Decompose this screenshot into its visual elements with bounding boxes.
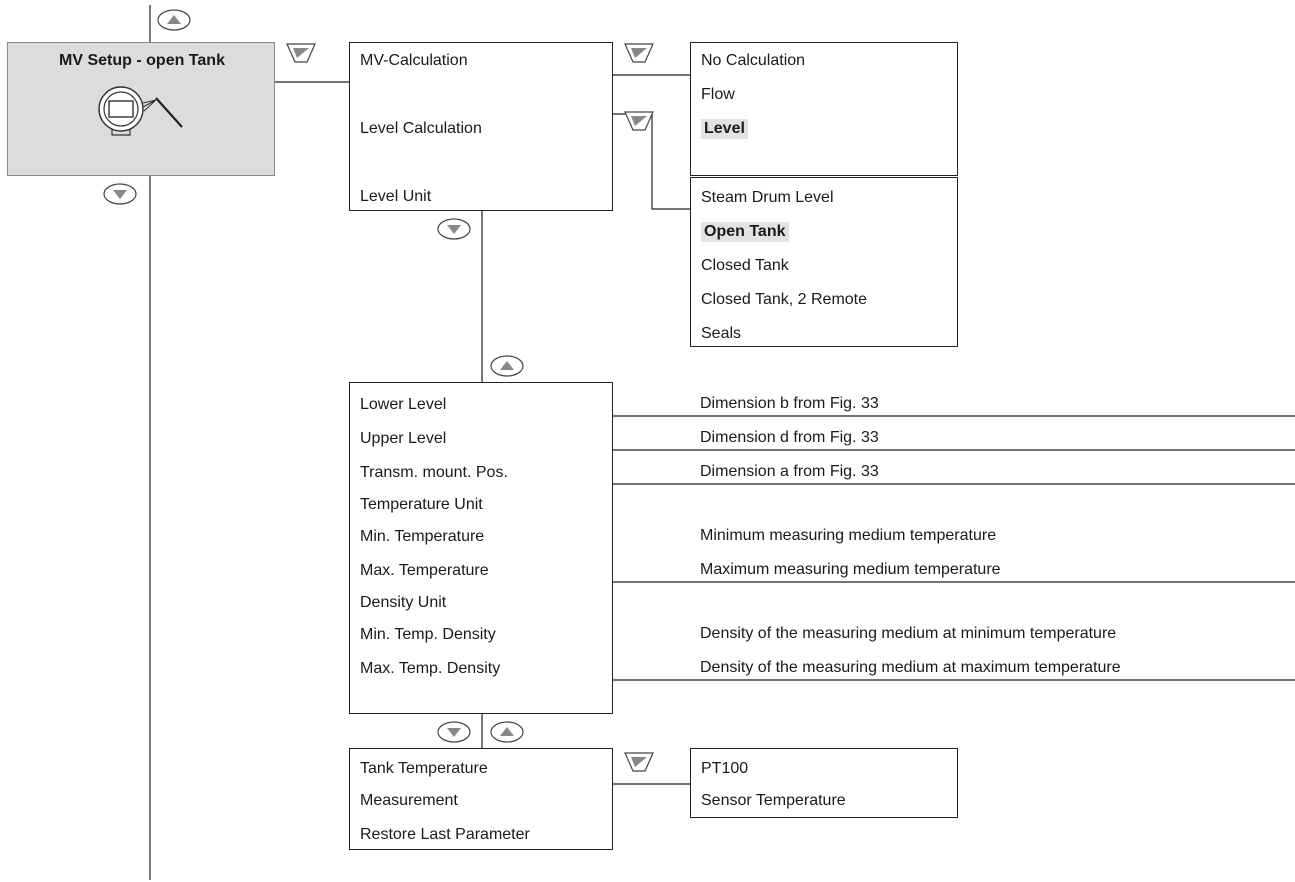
option-pt100[interactable]: PT100 bbox=[701, 760, 749, 777]
down-arrow-key-icon[interactable] bbox=[103, 183, 137, 205]
desc-transm-mount-pos: Dimension a from Fig. 33 bbox=[700, 463, 879, 480]
param-max-temperature[interactable]: Max. Temperature bbox=[360, 562, 489, 579]
up-arrow-key-icon[interactable] bbox=[490, 355, 524, 377]
level-menu-box: MV-Calculation Level Calculation Level U… bbox=[349, 42, 613, 211]
up-arrow-key-icon[interactable] bbox=[157, 9, 191, 31]
option-closed-tank-2-remote[interactable]: Closed Tank, 2 Remote bbox=[701, 291, 868, 308]
enter-key-icon[interactable] bbox=[623, 110, 655, 132]
menu-header-box: MV Setup - open Tank bbox=[7, 42, 275, 176]
menu-item-restore-last-parameter[interactable]: Restore Last Parameter bbox=[360, 826, 530, 843]
option-seals[interactable]: Seals bbox=[701, 325, 742, 342]
up-arrow-key-icon[interactable] bbox=[490, 721, 524, 743]
down-arrow-key-icon[interactable] bbox=[437, 218, 471, 240]
param-temperature-unit[interactable]: Temperature Unit bbox=[360, 496, 483, 513]
param-lower-level[interactable]: Lower Level bbox=[360, 396, 447, 413]
calc-options-box: No Calculation Flow Level bbox=[690, 42, 958, 176]
level-options-box: Steam Drum Level Open Tank Closed Tank C… bbox=[690, 177, 958, 347]
menu-item-measurement[interactable]: Measurement bbox=[360, 792, 458, 809]
param-max-temp-density[interactable]: Max. Temp. Density bbox=[360, 660, 501, 677]
option-flow[interactable]: Flow bbox=[701, 86, 735, 103]
param-density-unit[interactable]: Density Unit bbox=[360, 594, 447, 611]
desc-lower-level: Dimension b from Fig. 33 bbox=[700, 395, 879, 412]
param-transm-mount-pos[interactable]: Transm. mount. Pos. bbox=[360, 464, 508, 481]
desc-min-temperature: Minimum measuring medium temperature bbox=[700, 527, 997, 544]
transmitter-sensor-icon bbox=[98, 86, 183, 136]
option-no-calculation[interactable]: No Calculation bbox=[701, 52, 806, 69]
option-open-tank-selected[interactable]: Open Tank bbox=[701, 222, 789, 242]
menu-item-level-unit[interactable]: Level Unit bbox=[360, 188, 432, 205]
param-min-temp-density[interactable]: Min. Temp. Density bbox=[360, 626, 496, 643]
param-upper-level[interactable]: Upper Level bbox=[360, 430, 447, 447]
desc-max-temp-density: Density of the measuring medium at maxim… bbox=[700, 659, 1121, 676]
desc-upper-level: Dimension d from Fig. 33 bbox=[700, 429, 879, 446]
option-level-selected[interactable]: Level bbox=[701, 119, 748, 139]
enter-key-icon[interactable] bbox=[623, 751, 655, 773]
desc-max-temperature: Maximum measuring medium temperature bbox=[700, 561, 1001, 578]
menu-item-level-calculation[interactable]: Level Calculation bbox=[360, 120, 482, 137]
option-sensor-temperature[interactable]: Sensor Temperature bbox=[701, 792, 846, 809]
tank-temperature-menu-box: Tank Temperature Measurement Restore Las… bbox=[349, 748, 613, 850]
page-title: MV Setup - open Tank bbox=[59, 52, 225, 69]
desc-min-temp-density: Density of the measuring medium at minim… bbox=[700, 625, 1117, 642]
menu-item-tank-temperature[interactable]: Tank Temperature bbox=[360, 760, 488, 777]
tank-options-box: PT100 Sensor Temperature bbox=[690, 748, 958, 818]
enter-key-icon[interactable] bbox=[285, 42, 317, 64]
parameter-list-box: Lower Level Upper Level Transm. mount. P… bbox=[349, 382, 613, 714]
menu-item-mv-calculation[interactable]: MV-Calculation bbox=[360, 52, 468, 69]
enter-key-icon[interactable] bbox=[623, 42, 655, 64]
down-arrow-key-icon[interactable] bbox=[437, 721, 471, 743]
option-closed-tank[interactable]: Closed Tank bbox=[701, 257, 789, 274]
option-steam-drum-level[interactable]: Steam Drum Level bbox=[701, 189, 834, 206]
param-min-temperature[interactable]: Min. Temperature bbox=[360, 528, 485, 545]
